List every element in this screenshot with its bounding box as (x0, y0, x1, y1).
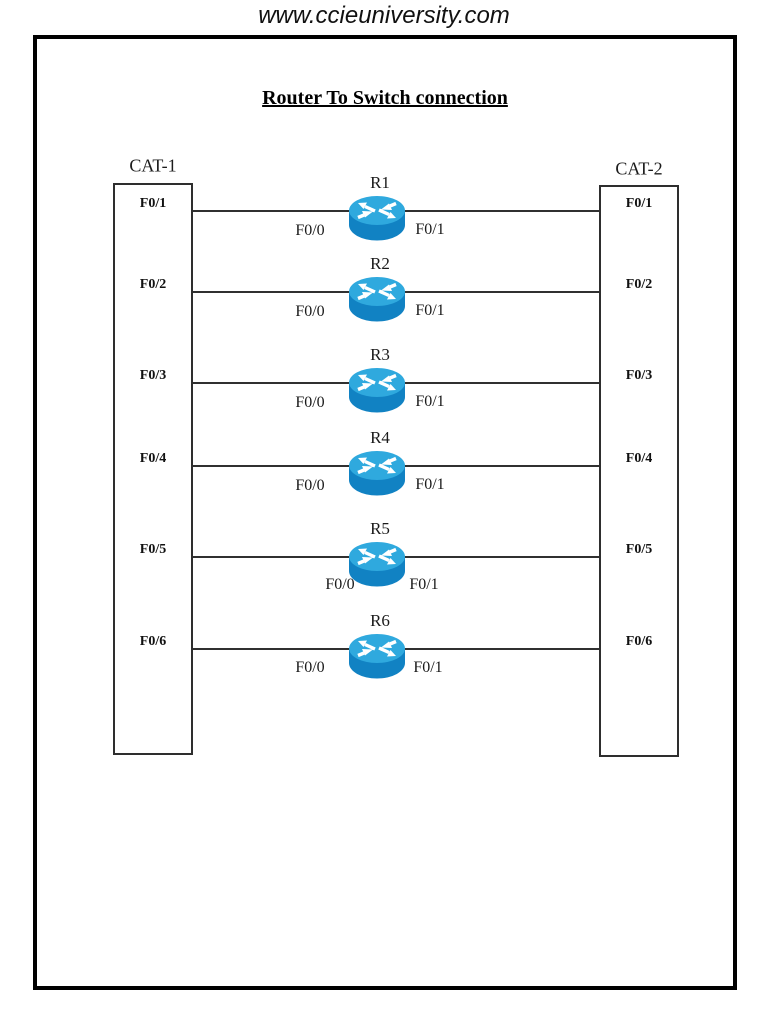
router-left-interface-label: F0/0 (295, 394, 325, 411)
switch-port-label: F0/5 (625, 542, 653, 557)
switch-port-label: F0/1 (139, 196, 167, 211)
router-right-interface-label: F0/1 (413, 659, 443, 676)
router-right-interface-label: F0/1 (415, 221, 445, 238)
site-url: www.ccieuniversity.com (258, 2, 510, 29)
switch-port-label: F0/4 (625, 451, 653, 466)
switch-port-label: F0/6 (625, 634, 653, 649)
router-left-interface-label: F0/0 (295, 477, 325, 494)
switch-port-label: F0/2 (625, 277, 653, 292)
router-name-label: R1 (370, 173, 390, 192)
router-name-label: R3 (370, 345, 390, 364)
switch-port-label: F0/2 (139, 277, 167, 292)
router-icon (348, 195, 406, 242)
router-icon (348, 276, 406, 323)
switch-port-label: F0/6 (139, 634, 167, 649)
router-name-label: R6 (370, 611, 390, 630)
router-name-label: R4 (370, 428, 390, 447)
router-left-interface-label: F0/0 (325, 576, 355, 593)
router-right-interface-label: F0/1 (409, 576, 439, 593)
switch-port-label: F0/5 (139, 542, 167, 557)
router-right-interface-label: F0/1 (415, 393, 445, 410)
router-right-interface-label: F0/1 (415, 476, 445, 493)
router-icon (348, 367, 406, 414)
router-name-label: R2 (370, 254, 390, 273)
router-icon (348, 450, 406, 497)
switch-label-cat1: CAT-1 (129, 155, 177, 176)
router-icon (348, 633, 406, 680)
router-left-interface-label: F0/0 (295, 222, 325, 239)
switch-port-label: F0/1 (625, 196, 653, 211)
switch-port-label: F0/4 (139, 451, 167, 466)
router-left-interface-label: F0/0 (295, 659, 325, 676)
router-icon (348, 541, 406, 588)
switch-port-label: F0/3 (625, 368, 653, 383)
router-left-interface-label: F0/0 (295, 303, 325, 320)
switch-label-cat2: CAT-2 (615, 158, 663, 179)
switch-port-label: F0/3 (139, 368, 167, 383)
diagram-title: Router To Switch connection (262, 87, 508, 109)
router-name-label: R5 (370, 519, 390, 538)
router-right-interface-label: F0/1 (415, 302, 445, 319)
